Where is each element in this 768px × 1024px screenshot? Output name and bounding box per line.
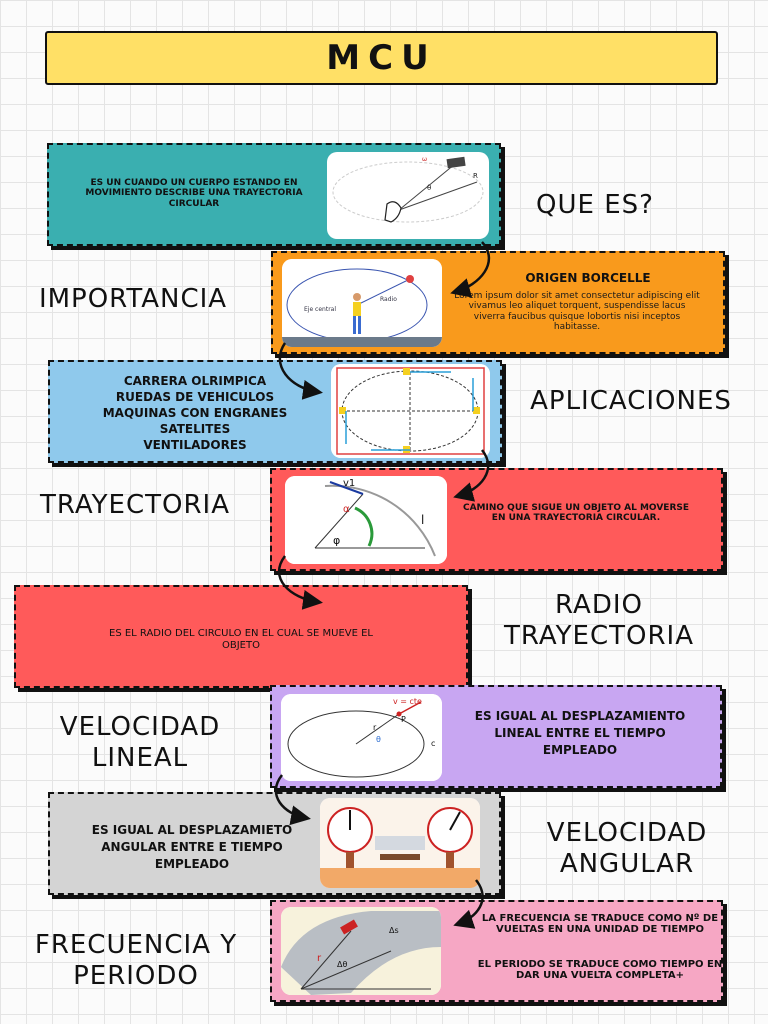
p-label: P <box>401 715 406 724</box>
v1-label: v1 <box>343 478 355 489</box>
importancia-image: Eje central Radio <box>282 259 442 347</box>
radio-label-line1: RADIO <box>555 590 643 620</box>
trayectoria-text: CAMINO QUE SIGUE UN OBJETO AL MOVERSE EN… <box>462 503 689 524</box>
aplicaciones-list: CARRERA OLRIMPICA RUEDAS DE VEHICULOS MA… <box>60 373 330 453</box>
title-banner: MCU <box>45 31 718 85</box>
importancia-heading: ORIGEN BORCELLE <box>525 271 651 285</box>
trayectoria-label: TRAYECTORIA <box>40 490 230 520</box>
velocidad-angular-label-line2: ANGULAR <box>559 849 695 880</box>
velocidad-lineal-label: VELOCIDAD LINEAL <box>20 712 260 774</box>
frecuencia-image: r Δs Δθ <box>281 907 441 995</box>
dtheta-label: Δθ <box>337 960 347 969</box>
velocidad-angular-label: VELOCIDAD ANGULAR <box>514 818 740 880</box>
ds-label: Δs <box>389 926 399 935</box>
que-es-image: θ R ω <box>327 152 489 239</box>
velocidad-lineal-label-line2: LINEAL <box>91 743 189 774</box>
aplicaciones-label: APLICACIONES <box>530 386 732 416</box>
svg-text:R: R <box>473 172 478 180</box>
frecuencia-text-2: EL PERIODO SE TRADUCE COMO TIEMPO EN DAR… <box>477 959 723 981</box>
radio-box <box>14 585 468 688</box>
aplicaciones-item: RUEDAS DE VEHICULOS <box>115 390 275 404</box>
velocity-circle-diagram-icon <box>331 364 490 458</box>
que-es-label: QUE ES? <box>536 190 654 220</box>
velocidad-lineal-image: v = cte r P θ c <box>281 694 442 781</box>
radio-label-line2: TRAYECTORIA <box>504 621 694 652</box>
theta-label: θ <box>376 735 381 744</box>
frecuencia-label-line2: PERIODO <box>73 961 199 992</box>
velocidad-lineal-label-line1: VELOCIDAD <box>59 712 221 742</box>
radio-label: RADIO TRAYECTORIA <box>468 590 730 652</box>
importancia-text: Lorem ipsum dolor sit amet consectetur a… <box>454 291 700 333</box>
velocidad-lineal-text: ES IGUAL AL DESPLAZAMIENTO LINEAL ENTRE … <box>474 709 686 757</box>
aplicaciones-image <box>331 364 490 458</box>
eje-central-label: Eje central <box>304 306 336 313</box>
radio-text: ES EL RADIO DEL CIRCULO EN EL CUAL SE MU… <box>109 628 373 651</box>
person-circle-diagram-icon: Eje central Radio <box>282 259 442 347</box>
aplicaciones-item: SATELITES <box>159 422 231 436</box>
radio-label: Radio <box>380 296 397 303</box>
phi-label: φ <box>333 534 340 547</box>
angle-trajectory-diagram-icon: v1 α φ l <box>285 476 447 564</box>
r-icon-label: r <box>317 953 322 964</box>
velocidad-angular-label-line1: VELOCIDAD <box>546 818 708 848</box>
velocidad-angular-text: ES IGUAL AL DESPLAZAMIETO ANGULAR ENTRE … <box>91 823 293 871</box>
que-es-text: ES UN CUANDO UN CUERPO ESTANDO EN MOVIMI… <box>85 178 303 209</box>
svg-text:ω: ω <box>422 156 427 163</box>
frecuencia-text-1: LA FRECUENCIA SE TRADUCE COMO Nº DE VUEL… <box>481 913 719 935</box>
aplicaciones-item: CARRERA OLRIMPICA <box>123 374 267 388</box>
curved-road-diagram-icon: r Δs Δθ <box>281 907 441 995</box>
sling-diagram-icon: θ R ω <box>332 156 484 223</box>
frecuencia-label: FRECUENCIA Y PERIODO <box>0 930 272 992</box>
velocidad-angular-image <box>320 798 480 888</box>
r-label: r <box>373 723 377 732</box>
aplicaciones-item: VENTILADORES <box>143 438 247 452</box>
importancia-label: IMPORTANCIA <box>38 284 228 314</box>
alpha-label: α <box>343 504 350 515</box>
c-label: c <box>431 739 435 748</box>
page-title: MCU <box>326 38 437 78</box>
trayectoria-image: v1 α φ l <box>285 476 447 564</box>
fan-room-illustration-icon <box>320 798 480 888</box>
v-cte-label: v = cte <box>393 697 422 706</box>
aplicaciones-item: MAQUINAS CON ENGRANES <box>102 406 288 420</box>
frecuencia-label-line1: FRECUENCIA Y <box>34 930 238 960</box>
linear-velocity-diagram-icon: v = cte r P θ c <box>281 694 442 781</box>
l-label: l <box>421 513 424 527</box>
svg-text:θ: θ <box>427 184 431 192</box>
